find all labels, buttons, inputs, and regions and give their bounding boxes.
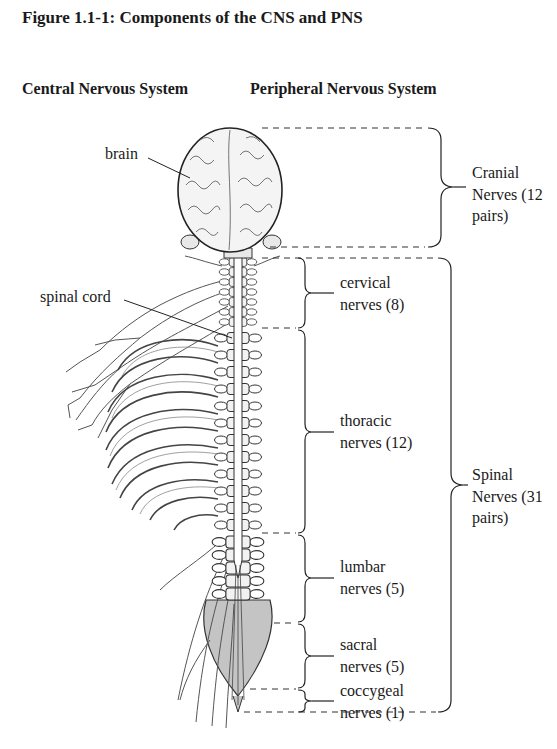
part-label: spinal cord [40,286,111,308]
region-label: cervical nerves (8) [340,272,422,315]
section-header: Central Nervous System [22,78,188,100]
section-header: Peripheral Nervous System [250,78,437,100]
region-label: lumbar nerves (5) [340,556,422,599]
braces [298,128,468,712]
part-label: brain [105,143,138,165]
region-label: thoracic nerves (12) [340,410,424,453]
brain-illustration [178,128,282,258]
intercostal-nerves [110,347,218,514]
leader-lines [124,158,232,338]
cauda-equina [232,565,244,705]
region-label: coccygeal nerves (1) [340,680,424,723]
spinal-cord [234,250,242,578]
group-label: Cranial Nerves (12 pairs) [472,162,550,227]
group-label: Spinal Nerves (31 pairs) [472,464,550,529]
region-label: sacral nerves (5) [340,634,422,677]
figure-title: Figure 1.1-1: Components of the CNS and … [22,8,363,28]
rib-cage [106,340,218,530]
region-dashes [244,128,436,712]
